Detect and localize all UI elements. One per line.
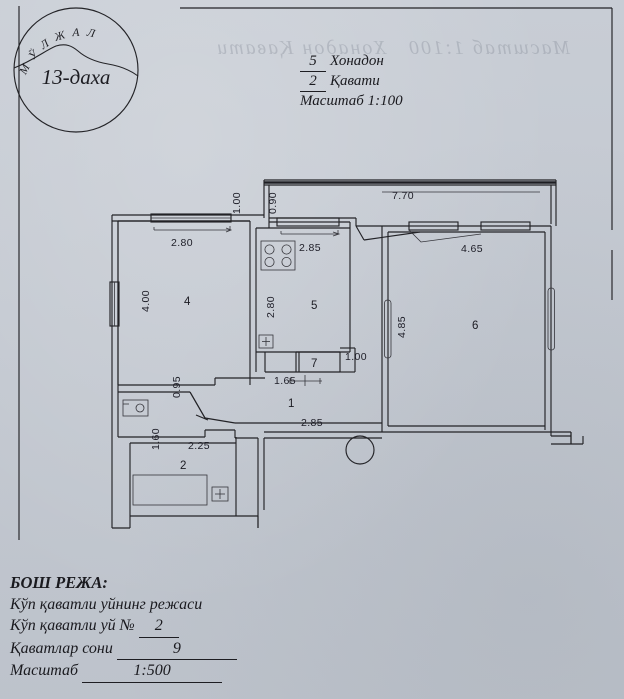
- room-number-6: 6: [472, 320, 479, 332]
- apartment-number: 5: [300, 52, 326, 72]
- corridor-sink-icon: [122, 399, 149, 417]
- window-room4-top: [150, 213, 233, 233]
- room-number-5: 5: [311, 300, 318, 312]
- footer-house-row: Кўп қаватли уй № 2: [10, 615, 237, 638]
- dim-2-80-top-left: 2.80: [171, 237, 194, 249]
- footer-house-label: Кўп қаватли уй №: [10, 617, 135, 634]
- window-room6-left: [384, 299, 392, 359]
- room6-top-niche: [408, 229, 482, 243]
- window-room6-right: [547, 287, 555, 351]
- sheet-edge-lines: [18, 6, 613, 540]
- floor-plan-drawing: [18, 6, 613, 540]
- room-5-walls: [256, 217, 357, 353]
- window-room5-top: [276, 217, 341, 237]
- window-room6-top-a: [408, 221, 459, 231]
- dim-7-70-balcony: 7.70: [392, 190, 415, 202]
- apartment-label: Хонадон: [330, 53, 384, 69]
- room-number-1: 1: [288, 398, 295, 410]
- general-plan-block: БОШ РЕЖА: Кўп қаватли уйнинг режаси Кўп …: [10, 572, 237, 683]
- dim-1-00-vertical-a: 1.00: [231, 191, 243, 214]
- footer-scale-label: Масштаб: [10, 662, 79, 679]
- dim-2-85-corridor: 2.85: [301, 417, 324, 429]
- dim-4-85-room6-left: 4.85: [396, 315, 408, 338]
- footer-title: БОШ РЕЖА:: [10, 573, 108, 592]
- room-7-walls: [264, 347, 356, 386]
- upper-balcony: [263, 179, 557, 226]
- bathtub-icon: [132, 474, 208, 506]
- kitchen-stove-icon: [260, 240, 296, 271]
- footer-floors-value: 9: [116, 638, 237, 660]
- kitchen-sink-icon: [258, 334, 274, 349]
- room-number-7: 7: [311, 358, 318, 370]
- dim-1-60-bathroom: 1.60: [150, 427, 162, 450]
- round-column-icon: [345, 435, 375, 465]
- floor-label: Қавати: [330, 73, 380, 89]
- dim-0-95-corridor: 0.95: [171, 375, 183, 398]
- dim-1-00-wc: 1.00: [345, 351, 368, 363]
- footer-scale-value: 1:500: [82, 660, 223, 683]
- room-6-walls: [355, 225, 584, 445]
- footer-scale-row: Масштаб 1:500: [10, 660, 237, 683]
- footer-house-value: 2: [138, 615, 179, 638]
- building-outline: [111, 214, 270, 529]
- window-room6-top-b: [480, 221, 531, 231]
- bathroom-sink-icon: [211, 486, 229, 502]
- dim-2-80-kitchen-left: 2.80: [265, 295, 277, 318]
- dim-4-65-room6: 4.65: [461, 243, 484, 255]
- floor-number: 2: [300, 72, 326, 92]
- dim-4-00-room4-left: 4.00: [140, 289, 152, 312]
- dim-2-25-bathroom: 2.25: [188, 440, 211, 452]
- room-1-walls: [118, 377, 382, 516]
- dim-0-90-vertical: 0.90: [267, 191, 279, 214]
- header-scale: Масштаб 1:100: [300, 93, 403, 109]
- room-2-walls: [129, 437, 237, 516]
- footer-floors-label: Қаватлар сони: [10, 639, 113, 657]
- room-number-2: 2: [180, 460, 187, 472]
- mulzhal-stamp: МЎЛЖАЛ 13-даха: [13, 7, 139, 133]
- footer-subtitle: Кўп қаватли уйнинг режаси: [10, 595, 203, 613]
- dim-2-85-kitchen-top: 2.85: [299, 242, 322, 254]
- dim-1-65-wc: 1.65: [274, 375, 297, 387]
- footer-floors-row: Қаватлар сони 9: [10, 638, 237, 660]
- window-room4-left: [109, 281, 120, 327]
- room-4-walls: [117, 220, 257, 386]
- stamp-main-text: 13-даха: [42, 65, 111, 89]
- room-number-4: 4: [184, 296, 191, 308]
